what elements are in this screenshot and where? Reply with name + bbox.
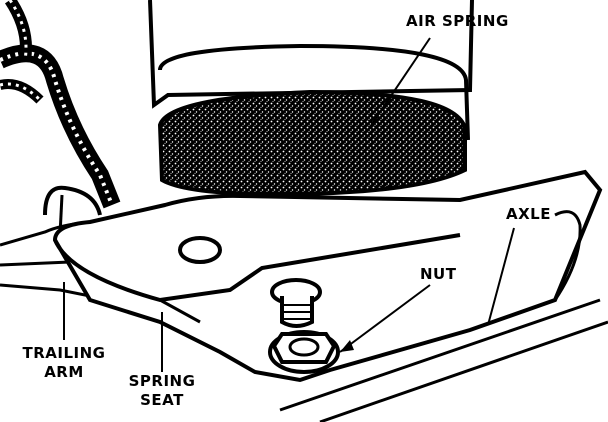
- label-air-spring: AIR SPRING: [406, 12, 509, 30]
- axle-tube: [279, 298, 608, 422]
- label-spring-seat-line1: SPRING: [128, 372, 196, 390]
- seat-rivet: [178, 236, 222, 264]
- label-nut: NUT: [420, 265, 457, 283]
- leader-air-spring: [367, 37, 431, 131]
- leader-lines: [63, 37, 515, 372]
- brake-hose: [0, 44, 121, 209]
- air-spring-bellows: [157, 89, 467, 197]
- leader-nut: [339, 284, 431, 353]
- air-spring-cylinder: [158, 43, 470, 141]
- upper-stud: [270, 278, 322, 328]
- frame-outline: [148, 0, 474, 109]
- label-axle: AXLE: [506, 205, 551, 223]
- label-trailing-arm-line1: TRAILING: [22, 344, 106, 362]
- spring-seat-plate: [52, 169, 603, 383]
- hose-bracket: [43, 185, 102, 216]
- label-trailing-arm-line2: ARM: [44, 363, 84, 381]
- leader-axle: [487, 227, 515, 326]
- label-trailing-arm: TRAILING ARM: [22, 344, 106, 382]
- label-spring-seat: SPRING SEAT: [120, 372, 204, 410]
- label-spring-seat-line2: SEAT: [140, 391, 184, 409]
- lower-nut: [268, 330, 340, 374]
